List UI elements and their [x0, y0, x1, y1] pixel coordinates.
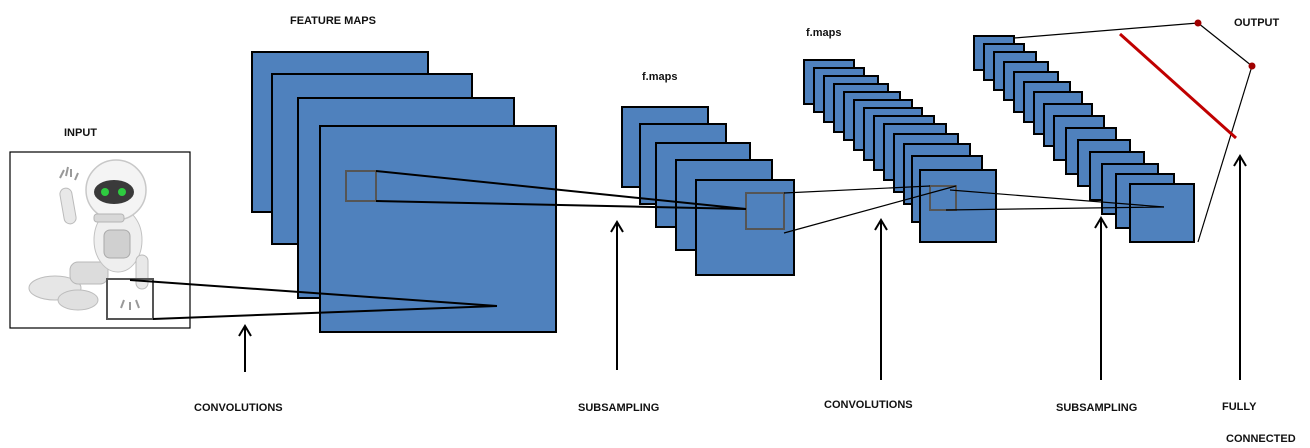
feature-maps-stack-1 — [251, 51, 557, 333]
up-arrow-icon — [610, 220, 624, 370]
fully-connected-highlight-line — [1118, 32, 1238, 140]
subsampling-label-2: SUBSAMPLING — [1056, 402, 1137, 414]
output-node-2 — [1248, 62, 1256, 70]
up-arrow-icon — [1094, 216, 1108, 380]
feature-maps-stack-2 — [621, 106, 795, 276]
fully-connected-lines — [1013, 22, 1253, 243]
feature-maps-label: FEATURE MAPS — [290, 15, 376, 27]
up-arrow-icon — [1233, 154, 1247, 380]
feature-maps-stack-4 — [973, 35, 1195, 243]
output-label: OUTPUT — [1234, 17, 1280, 29]
connected-label: CONNECTED — [1226, 433, 1296, 445]
input-label: INPUT — [64, 127, 97, 139]
subsample1-receptive-field — [745, 192, 785, 230]
convolutions-label-1: CONVOLUTIONS — [194, 402, 283, 414]
fmaps-label-1: f.maps — [642, 71, 677, 83]
conv1-receptive-field — [345, 170, 377, 202]
conv2-receptive-field — [929, 185, 957, 211]
subsampling-label-1: SUBSAMPLING — [578, 402, 659, 414]
fully-label: FULLY — [1222, 401, 1257, 413]
input-receptive-field — [106, 278, 154, 320]
input-image-frame — [9, 151, 191, 329]
robot-image — [28, 159, 149, 311]
convolutions-label-2: CONVOLUTIONS — [824, 399, 913, 411]
up-arrow-icon — [238, 324, 252, 372]
output-node-1 — [1194, 19, 1202, 27]
up-arrow-icon — [874, 218, 888, 380]
feature-maps-stack-3 — [803, 59, 997, 243]
fmaps-label-2: f.maps — [806, 27, 841, 39]
